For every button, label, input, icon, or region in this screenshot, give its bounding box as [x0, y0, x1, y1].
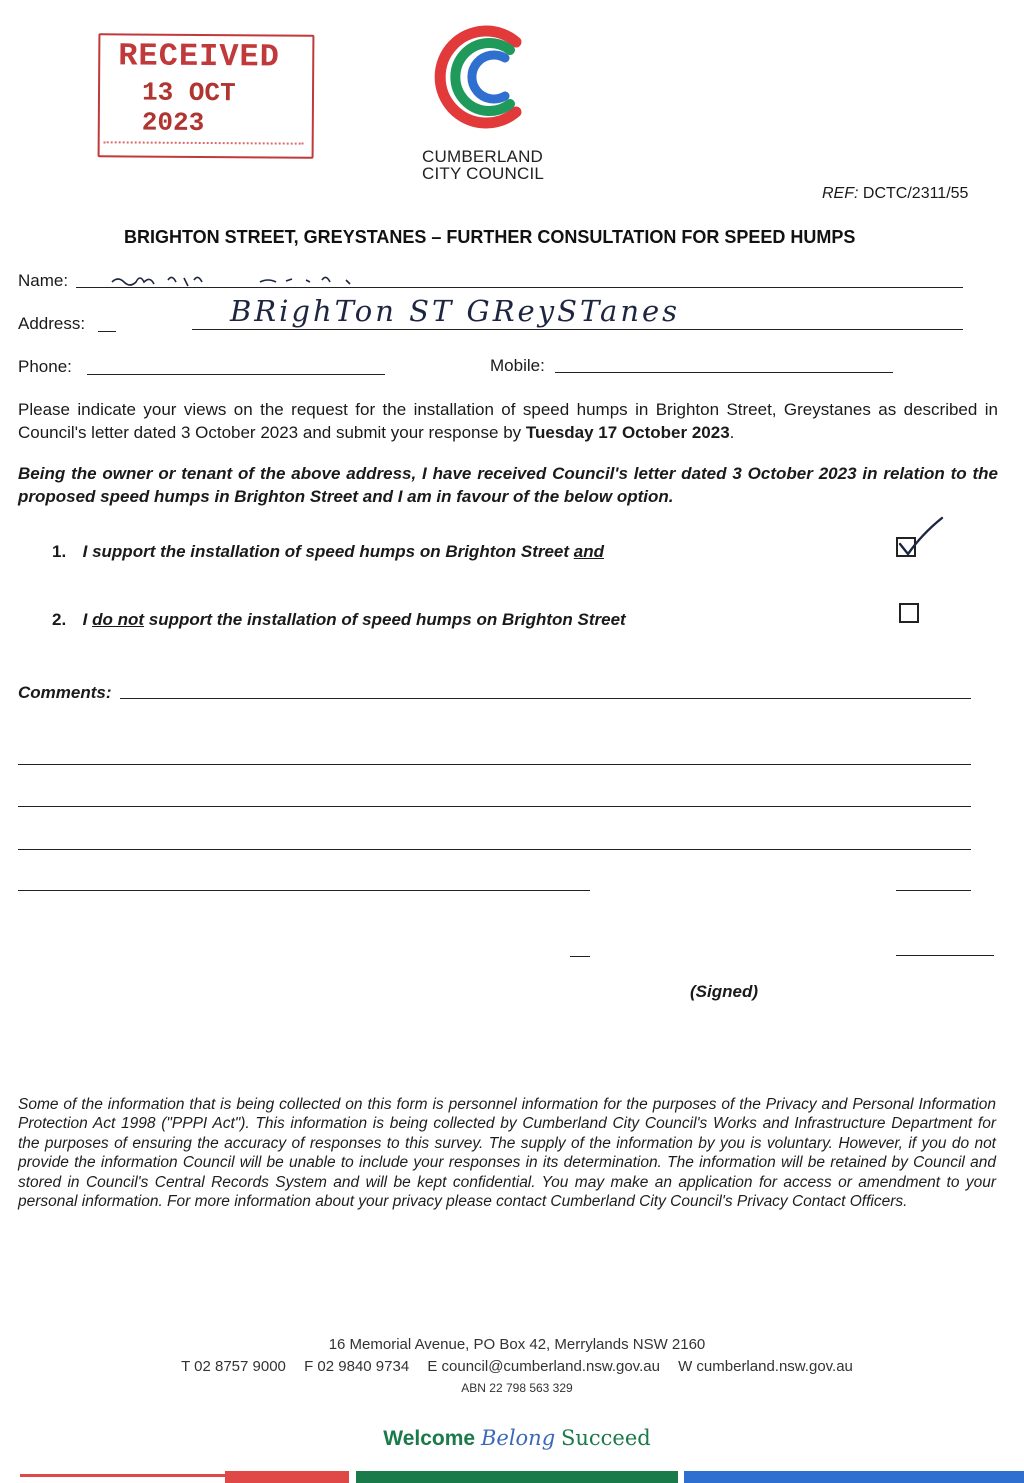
stamp-smudge [103, 141, 304, 153]
comments-line-1[interactable] [120, 698, 971, 699]
stamp-date: 13 OCT 2023 [141, 77, 236, 138]
council-name-line2: CITY COUNCIL [422, 164, 545, 183]
tagline-succeed: Succeed [560, 1426, 651, 1450]
tagline-belong: Belong [480, 1426, 556, 1450]
option-1: 1. I support the installation of speed h… [52, 542, 604, 562]
declaration-paragraph: Being the owner or tenant of the above a… [18, 464, 998, 506]
intro-text: Please indicate your views on the reques… [18, 400, 998, 442]
received-stamp: RECEIVED 13 OCT 2023 [97, 33, 315, 159]
tagline-welcome: Welcome [383, 1427, 476, 1450]
comments-label: Comments: [18, 683, 112, 702]
footer-email[interactable]: E council@cumberland.nsw.gov.au [427, 1358, 660, 1375]
comments-line-3[interactable] [18, 806, 971, 807]
comments-line-4[interactable] [18, 849, 971, 850]
document-title: BRIGHTON STREET, GREYSTANES – FURTHER CO… [124, 227, 856, 247]
comments-line-5-end [896, 890, 971, 891]
footer-bar-red-thin [20, 1474, 225, 1477]
mobile-field-line[interactable] [555, 372, 893, 373]
footer-fax: F 02 9840 9734 [304, 1358, 410, 1375]
name-label: Name: [18, 271, 69, 290]
footer-web[interactable]: W cumberland.nsw.gov.au [678, 1358, 853, 1375]
intro-paragraph: Please indicate your views on the reques… [18, 398, 998, 444]
ref-prefix: REF: [822, 185, 859, 202]
footer-abn: ABN 22 798 563 329 [461, 1381, 573, 1395]
intro-deadline: Tuesday 17 October 2023 [525, 423, 730, 442]
option-1-text: I support the installation of speed hump… [82, 542, 574, 561]
stamp-received-text: RECEIVED [118, 37, 281, 76]
option-1-suffix: and [573, 542, 604, 561]
option-2: 2. I do not support the installation of … [52, 610, 626, 630]
council-name: CUMBERLAND CITY COUNCIL [422, 148, 544, 182]
option-1-checkbox[interactable] [896, 537, 916, 557]
checkmark-icon [898, 516, 944, 557]
phone-label: Phone: [18, 357, 72, 376]
address-label: Address: [18, 314, 86, 333]
footer-bar-red [225, 1471, 349, 1483]
option-2-pre: I [82, 610, 93, 629]
address-handwritten-value: BRighTon ST GReySTanes [230, 294, 681, 328]
option-2-checkbox[interactable] [899, 603, 919, 623]
footer-phone: T 02 8757 9000 [181, 1358, 286, 1375]
phone-field-line[interactable] [87, 374, 385, 375]
address-field-line-start [98, 331, 116, 332]
option-2-number: 2. [52, 610, 67, 629]
tagline: Welcome Belong Succeed [0, 1426, 1024, 1451]
signature-line-start [570, 956, 590, 957]
option-1-number: 1. [52, 542, 67, 561]
footer-bar-blue [684, 1471, 1024, 1483]
address-field-line[interactable] [192, 329, 963, 330]
signed-label: (Signed) [690, 982, 758, 1001]
privacy-statement: Some of the information that is being co… [18, 1096, 996, 1211]
name-scribble [111, 276, 351, 287]
council-name-line1: CUMBERLAND [422, 147, 544, 166]
cumberland-c-logo-icon [434, 25, 522, 129]
ref-code: DCTC/2311/55 [862, 185, 969, 202]
option-2-text: support the installation of speed humps … [144, 610, 626, 629]
footer-address: 16 Memorial Avenue, PO Box 42, Merryland… [328, 1336, 706, 1353]
signature-line[interactable] [896, 955, 994, 956]
comments-line-5[interactable] [18, 890, 590, 891]
name-field-line[interactable] [76, 287, 963, 288]
footer-contact: T 02 8757 9000 F 02 9840 9734 E council@… [0, 1358, 1024, 1375]
reference-number: REF: DCTC/2311/55 [822, 185, 968, 203]
intro-end: . [729, 423, 735, 442]
comments-line-2[interactable] [18, 764, 971, 765]
footer-bar-green [356, 1471, 678, 1483]
option-2-underlined: do not [92, 610, 145, 629]
mobile-label: Mobile: [490, 356, 545, 375]
